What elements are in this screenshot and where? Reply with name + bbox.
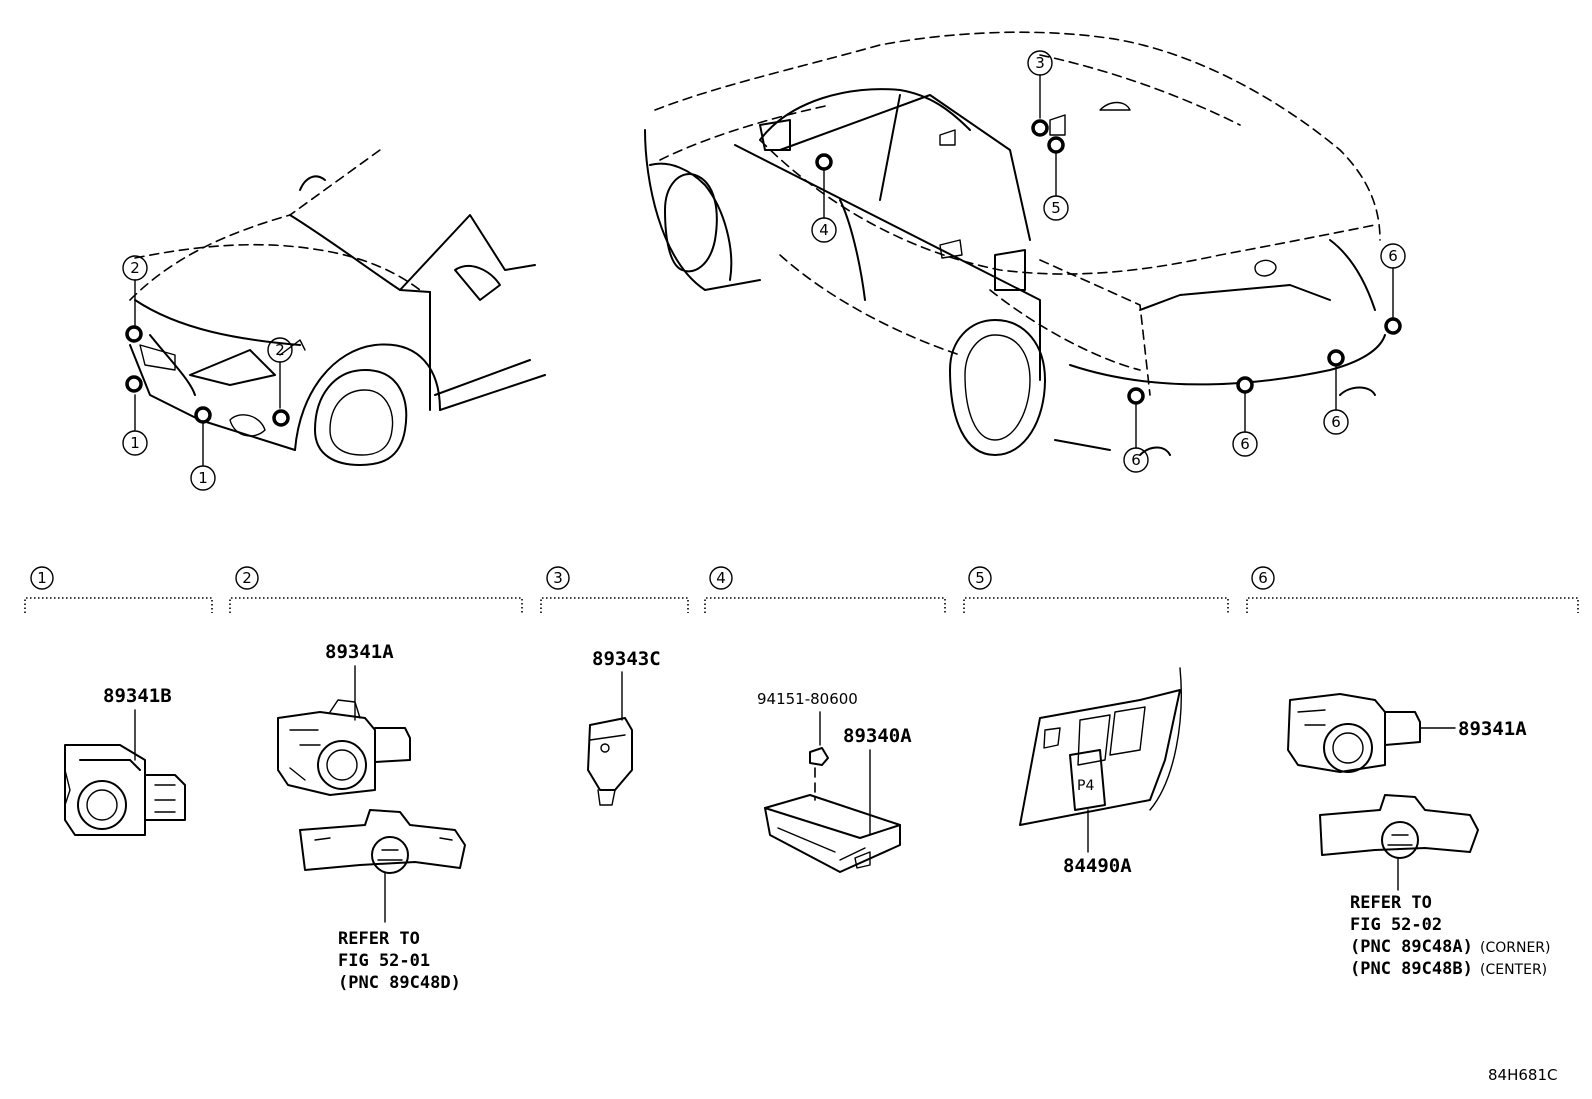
callout-bubbles: 2 1 1 2 3 5 4 6 6 6 6	[122, 50, 1406, 491]
callout-6-rear-left: 6	[1123, 447, 1149, 473]
center-tag: (CENTER)	[1480, 962, 1547, 978]
part-label-89341B: 89341B	[103, 685, 172, 707]
section-4-parts: 94151-80600 89340A	[757, 690, 912, 873]
refer-note-line-1: REFER TO	[338, 929, 420, 949]
svg-text:1: 1	[130, 434, 140, 452]
svg-text:6: 6	[1258, 569, 1268, 587]
section-2-parts: 89341A REFER TO FIG 52-01 (PNC 89C48D)	[277, 641, 466, 993]
control-module-icon	[764, 794, 901, 873]
svg-text:1: 1	[37, 569, 47, 587]
front-car-illustration	[125, 149, 546, 466]
parking-switch-panel-icon: P4	[1019, 667, 1182, 826]
svg-text:4: 4	[819, 221, 829, 239]
section-6-header: 6	[1246, 566, 1579, 613]
sensor-retainer-icon	[299, 809, 466, 874]
ultrasonic-sensor-icon	[1287, 693, 1421, 773]
refer-note-line-3: (PNC 89C48D)	[338, 973, 461, 993]
svg-text:6: 6	[1331, 413, 1341, 431]
section-6-parts: 89341A REFER TO FIG 52-02 (PNC 89C48A) (…	[1287, 693, 1551, 979]
section-5-header: 5	[963, 566, 1229, 613]
part-label-89340A: 89340A	[843, 725, 912, 747]
part-label-89341A: 89341A	[325, 641, 394, 663]
refer-note-line-2: FIG 52-02	[1350, 915, 1442, 935]
buzzer-sensor-icon	[587, 717, 633, 806]
section-headers: 1 2 3 4 5 6	[24, 566, 1579, 613]
section-3-parts: 89343C	[587, 648, 661, 806]
part-label-89341A-rear: 89341A	[1458, 718, 1527, 740]
refer-note-line-2: FIG 52-01	[338, 951, 430, 971]
refer-note-line-4: (PNC 89C48B)	[1350, 959, 1473, 979]
svg-text:1: 1	[198, 469, 208, 487]
screw-nut-icon	[809, 747, 829, 801]
callout-1-front-left: 1	[122, 430, 148, 456]
section-1-header: 1	[24, 566, 213, 613]
callout-3-rear: 3	[1027, 50, 1053, 76]
ultrasonic-sensor-icon	[64, 744, 186, 836]
svg-text:2: 2	[242, 569, 252, 587]
callout-1-front-center: 1	[190, 465, 216, 491]
section-4-header: 4	[704, 566, 946, 613]
svg-text:2: 2	[275, 341, 285, 359]
part-label-94151-80600: 94151-80600	[757, 690, 858, 708]
diagram-code: 84H681C	[1488, 1066, 1557, 1084]
section-3-header: 3	[540, 566, 689, 613]
section-1-parts: 89341B	[64, 685, 186, 836]
svg-text:6: 6	[1388, 247, 1398, 265]
section-2-header: 2	[229, 566, 523, 613]
ultrasonic-sensor-icon	[277, 699, 411, 796]
sensor-retainer-icon	[1319, 794, 1479, 859]
corner-tag: (CORNER)	[1480, 940, 1551, 956]
section-5-parts: P4 84490A	[1019, 667, 1182, 877]
part-label-84490A: 84490A	[1063, 855, 1132, 877]
svg-text:5: 5	[975, 569, 985, 587]
refer-note-line-3: (PNC 89C48A)	[1350, 937, 1473, 957]
callout-2-front-right: 2	[267, 337, 293, 363]
svg-text:2: 2	[130, 259, 140, 277]
svg-text:6: 6	[1131, 451, 1141, 469]
callout-4-rear: 4	[811, 217, 837, 243]
rear-car-illustration	[644, 31, 1402, 456]
callout-2-front-left: 2	[122, 255, 148, 281]
callout-6-rear-corner-right: 6	[1380, 243, 1406, 269]
part-label-89343C: 89343C	[592, 648, 661, 670]
callout-6-rear-right: 6	[1323, 409, 1349, 435]
svg-text:5: 5	[1051, 199, 1061, 217]
svg-text:6: 6	[1240, 435, 1250, 453]
svg-text:3: 3	[1035, 54, 1045, 72]
refer-note-line-1: REFER TO	[1350, 893, 1432, 913]
svg-text:4: 4	[716, 569, 726, 587]
callout-5-rear: 5	[1043, 195, 1069, 221]
svg-text:3: 3	[553, 569, 563, 587]
callout-6-rear-center: 6	[1232, 431, 1258, 457]
p-switch-glyph: P4	[1077, 778, 1094, 794]
